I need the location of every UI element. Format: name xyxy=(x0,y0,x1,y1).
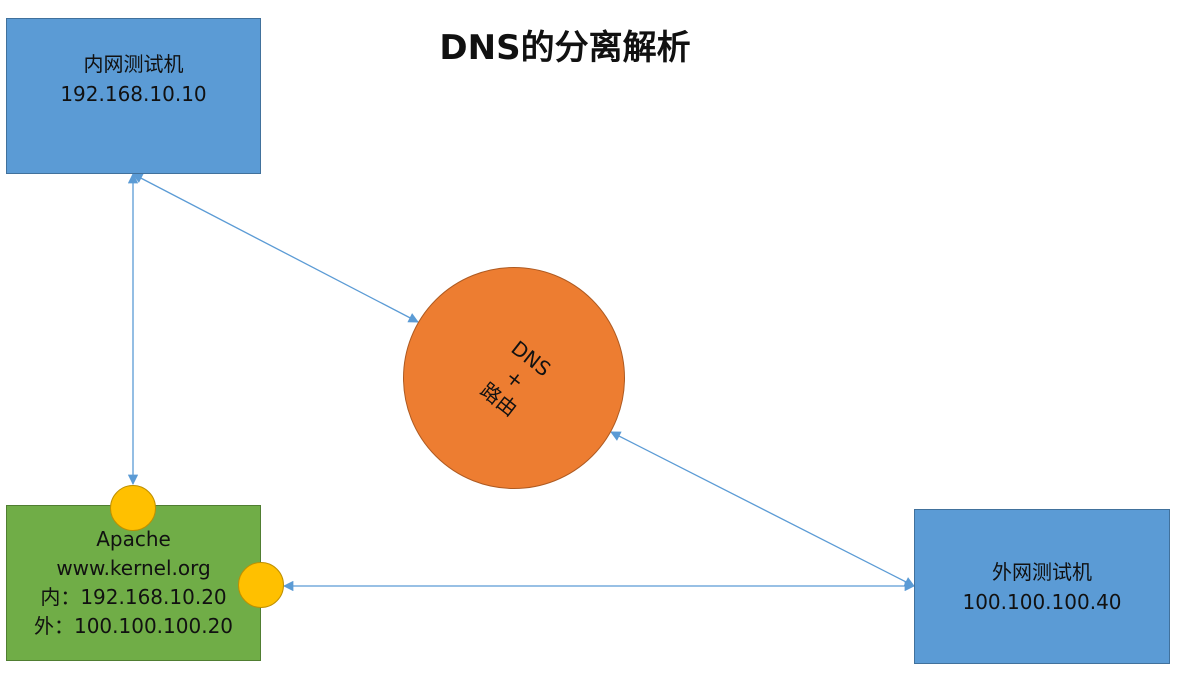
extranet-host-name: 外网测试机 xyxy=(992,559,1092,584)
apache-server: Apache www.kernel.org 内：192.168.10.20 外：… xyxy=(6,505,261,661)
server-service: Apache xyxy=(96,527,171,551)
server-outer-row: 外：100.100.100.20 xyxy=(34,612,233,641)
server-outer-ip: 100.100.100.20 xyxy=(73,614,234,638)
server-inner-row: 内：192.168.10.20 xyxy=(40,583,226,612)
diagram-title: DNS的分离解析 xyxy=(439,28,691,68)
extranet-host-ip: 100.100.100.40 xyxy=(962,589,1122,614)
intranet-host-ip: 192.168.10.10 xyxy=(60,82,207,106)
router-to-extranet-link xyxy=(610,431,915,587)
intranet-to-router-link xyxy=(132,173,419,323)
server-intranet-interface xyxy=(110,485,156,531)
server-domain: www.kernel.org xyxy=(56,556,211,580)
server-extranet-interface xyxy=(238,562,284,608)
server-outer-label: 外： xyxy=(33,614,74,638)
server-inner-label: 内： xyxy=(40,585,81,609)
server-inner-ip: 192.168.10.20 xyxy=(80,585,227,609)
intranet-host-name: 内网测试机 xyxy=(83,52,184,76)
extranet-test-host: 外网测试机 100.100.100.40 xyxy=(914,509,1170,664)
intranet-test-host: 内网测试机 192.168.10.10 xyxy=(6,18,261,174)
dns-router-node: DNS + 路由 xyxy=(403,267,625,489)
